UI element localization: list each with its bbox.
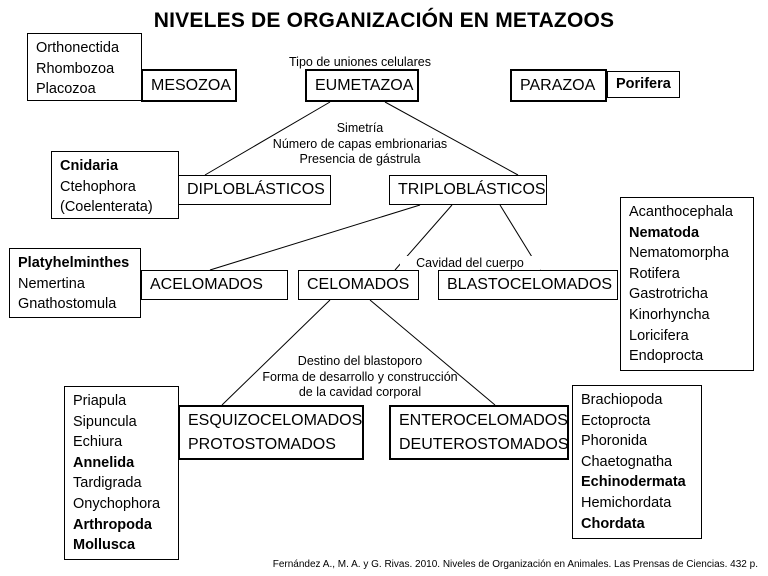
node-label: CELOMADOS	[307, 276, 410, 293]
taxon-item: Endoprocta	[629, 348, 704, 365]
taxon-item: Sipuncula	[73, 413, 137, 430]
line-triplo-acelomados	[209, 204, 421, 271]
taxon-item: Nematomorpha	[629, 245, 729, 262]
line-eumetazoa-diploblasticos	[204, 101, 331, 176]
node-label: MESOZOA	[151, 76, 232, 94]
taxon-item: Nemertina	[18, 275, 85, 292]
note-line: Presencia de gástrula	[299, 152, 421, 166]
node-blastocelomados: BLASTOCELOMADOS	[438, 270, 618, 300]
node-label: ESQUIZOCELOMADOS	[188, 411, 363, 429]
taxon-item: Arthropoda	[73, 516, 152, 533]
taxon-item: Brachiopoda	[581, 392, 663, 408]
taxon-item: Annelida	[73, 454, 135, 471]
taxon-item: Phoronida	[581, 433, 648, 450]
line-celomados-esquizo	[221, 299, 331, 406]
taxon-item: Nematoda	[629, 224, 700, 241]
taxon-item: Echinodermata	[581, 474, 686, 491]
note-cavidad-cuerpo: Cavidad del cuerpo	[400, 256, 540, 272]
taxon-item: Porifera	[616, 76, 671, 92]
taxon-item: Hemichordata	[581, 494, 672, 511]
note-uniones-celulares: Tipo de uniones celulares	[289, 55, 431, 69]
node-label: TRIPLOBLÁSTICOS	[398, 181, 546, 198]
note-blastoporo: Destino del blastoporo Forma de desarrol…	[230, 354, 490, 401]
taxon-item: Gnathostomula	[18, 296, 117, 313]
taxon-item: Loricifera	[629, 327, 689, 344]
note-line: de la cavidad corporal	[298, 385, 422, 399]
citation: Fernández A., M. A. y G. Rivas. 2010. Ni…	[272, 559, 758, 570]
taxon-item: Cnidaria	[60, 158, 119, 174]
taxon-item: Priapula	[73, 393, 127, 409]
note-line: Número de capas embrionarias	[272, 136, 448, 151]
taxon-item: Orthonectida	[36, 40, 120, 56]
taxon-item: Rhombozoa	[36, 60, 115, 77]
taxon-item: Gastrotricha	[629, 286, 708, 303]
node-label: PARAZOA	[520, 76, 596, 94]
node-label: PROTOSTOMADOS	[188, 435, 336, 453]
note-simetria: Simetría Número de capas embrionarias Pr…	[240, 121, 480, 168]
node-eumetazoa: EUMETAZOA	[305, 69, 419, 102]
taxon-item: Chordata	[581, 515, 645, 532]
node-label: ENTEROCELOMADOS	[399, 411, 568, 429]
taxon-item: Acanthocephala	[629, 204, 733, 220]
taxon-item: Platyhelminthes	[18, 255, 130, 271]
node-diploblasticos: DIPLOBLÁSTICOS	[178, 175, 331, 205]
node-enterocelomados: ENTEROCELOMADOS DEUTEROSTOMADOS	[389, 405, 569, 460]
node-label: EUMETAZOA	[315, 76, 414, 94]
node-acelomados: ACELOMADOS	[141, 270, 288, 300]
taxon-item: Rotifera	[629, 265, 680, 282]
node-esquizocelomados: ESQUIZOCELOMADOS PROTOSTOMADOS	[178, 405, 364, 460]
note-line: Forma de desarrollo y construcción	[262, 369, 458, 384]
node-label: DIPLOBLÁSTICOS	[187, 181, 325, 198]
note-line: Destino del blastoporo	[297, 354, 423, 368]
line-celomados-entero	[369, 299, 496, 406]
taxon-item: Echiura	[73, 434, 123, 451]
node-parazoa: PARAZOA	[510, 69, 607, 102]
taxon-item: Ectoprocta	[581, 412, 651, 429]
page-title: NIVELES DE ORGANIZACIÓN EN METAZOOS	[153, 9, 615, 32]
node-label: DEUTEROSTOMADOS	[399, 435, 569, 453]
taxon-item: Onychophora	[73, 495, 161, 512]
taxon-item: Ctehophora	[60, 178, 136, 195]
line-eumetazoa-triploblasticos	[384, 101, 519, 176]
node-mesozoa: MESOZOA	[141, 69, 237, 102]
node-label: BLASTOCELOMADOS	[447, 276, 613, 293]
taxon-item: Placozoa	[36, 81, 96, 98]
node-triploblasticos: TRIPLOBLÁSTICOS	[389, 175, 547, 205]
taxon-item: Mollusca	[73, 537, 136, 554]
list-parazoa: Porifera	[607, 71, 680, 98]
taxon-item: Kinorhyncha	[629, 306, 710, 323]
note-line: Simetría	[336, 121, 384, 135]
taxon-item: Tardigrada	[73, 475, 142, 492]
taxon-item: (Coelenterata)	[60, 199, 153, 216]
node-celomados: CELOMADOS	[298, 270, 419, 300]
taxon-item: Chaetognatha	[581, 453, 673, 470]
node-label: ACELOMADOS	[150, 276, 263, 293]
